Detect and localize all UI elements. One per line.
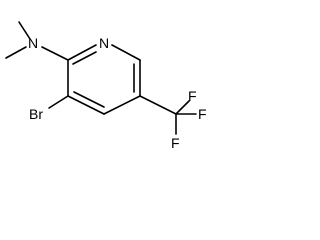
ring-bond-c2-n1-inner — [72, 51, 97, 65]
structure-diagram: N N Br F F F — [0, 0, 218, 172]
bromine-label: Br — [29, 106, 43, 122]
amine-ring-bond — [41, 46, 69, 61]
ring-bond-c4-c3-inner — [73, 91, 105, 108]
ring-nitrogen-label: N — [99, 35, 109, 51]
ring-bond-c5-c4 — [103, 95, 141, 115]
ring-bond-c4-c3 — [67, 95, 105, 115]
fluorine-bond-upper — [175, 100, 190, 115]
fluorine-right-label: F — [198, 106, 207, 122]
methyl-bond-lower — [5, 46, 27, 59]
fluorine-upper-label: F — [188, 88, 197, 104]
trifluoromethyl-bond — [139, 95, 177, 115]
bromine-bond — [48, 95, 69, 109]
fluorine-bottom-label: F — [171, 135, 180, 151]
ring-bond-c2-n1 — [67, 44, 97, 61]
ring-bond-n1-c6 — [111, 44, 141, 61]
amine-nitrogen-label: N — [28, 35, 38, 51]
molecule-drawing: N N Br F F F — [5, 21, 207, 151]
methyl-bond-upper — [18, 21, 31, 40]
